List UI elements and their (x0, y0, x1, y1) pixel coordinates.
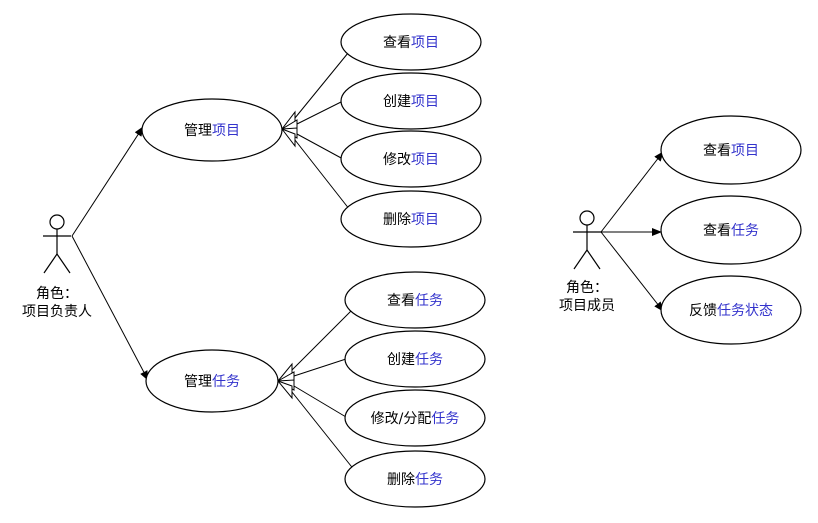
generalization-line (296, 133, 344, 160)
use-case-create-task[interactable]: 创建任务 (344, 330, 486, 388)
use-case-label: 反馈任务状态 (689, 303, 773, 319)
association-manager-manage-project (71, 126, 144, 237)
actor-leg-left (573, 249, 588, 270)
use-case-label: 管理任务 (184, 374, 240, 390)
actor-project-member: 角色： 项目成员 (559, 210, 615, 314)
generalization-project (280, 41, 358, 220)
use-case-label: 查看任务 (703, 223, 759, 239)
use-case-view-project[interactable]: 查看项目 (340, 13, 482, 71)
use-case-label: 删除任务 (387, 472, 443, 488)
use-case-label: 查看项目 (703, 143, 759, 159)
use-case-label: 修改/分配任务 (371, 411, 460, 427)
use-case-member-view-task[interactable]: 查看任务 (660, 195, 802, 265)
generalization-line (293, 385, 347, 418)
use-case-create-project[interactable]: 创建项目 (340, 72, 482, 130)
generalization-line (291, 391, 360, 477)
use-case-label: 创建任务 (387, 352, 443, 368)
actor-leg-left (43, 253, 58, 274)
generalization-line (291, 302, 360, 371)
actor-label-line2: 项目负责人 (22, 304, 92, 320)
use-case-manage-task[interactable]: 管理任务 (145, 349, 279, 413)
generalization-triangle (280, 127, 296, 148)
use-case-delete-project[interactable]: 删除项目 (340, 190, 482, 248)
actor-label-line2: 项目成员 (559, 298, 615, 314)
use-case-view-task[interactable]: 查看任务 (344, 271, 486, 329)
use-case-label: 查看任务 (387, 293, 443, 309)
use-case-modify-assign-task[interactable]: 修改/分配任务 (344, 389, 486, 447)
use-case-delete-task[interactable]: 删除任务 (344, 450, 486, 508)
actor-label-line1: 角色： (566, 279, 608, 296)
actor-leg-right (586, 249, 601, 270)
actor-project-manager: 角色： 项目负责人 (22, 214, 92, 320)
association-member-view-project (600, 151, 664, 233)
use-case-member-view-project[interactable]: 查看项目 (660, 115, 802, 185)
use-case-label: 管理项目 (184, 123, 240, 139)
generalization-task (276, 302, 360, 477)
generalization-line (296, 100, 344, 125)
generalization-line (294, 41, 358, 119)
use-case-label: 删除项目 (383, 212, 439, 228)
actor-head (49, 214, 65, 230)
use-case-feedback-task-status[interactable]: 反馈任务状态 (660, 275, 802, 345)
use-case-modify-project[interactable]: 修改项目 (340, 130, 482, 188)
use-case-label: 创建项目 (383, 94, 439, 110)
use-case-label: 查看项目 (383, 35, 439, 51)
generalization-line (293, 358, 347, 377)
use-case-label: 修改项目 (383, 152, 439, 168)
generalization-line (294, 139, 358, 220)
use-case-manage-project[interactable]: 管理项目 (141, 98, 283, 162)
generalization-triangle (276, 379, 293, 400)
association-member-feedback (600, 231, 664, 312)
actor-label-line1: 角色： (36, 285, 78, 302)
association-manager-manage-task (71, 235, 149, 381)
actor-head (579, 210, 595, 226)
actor-leg-right (56, 253, 71, 274)
